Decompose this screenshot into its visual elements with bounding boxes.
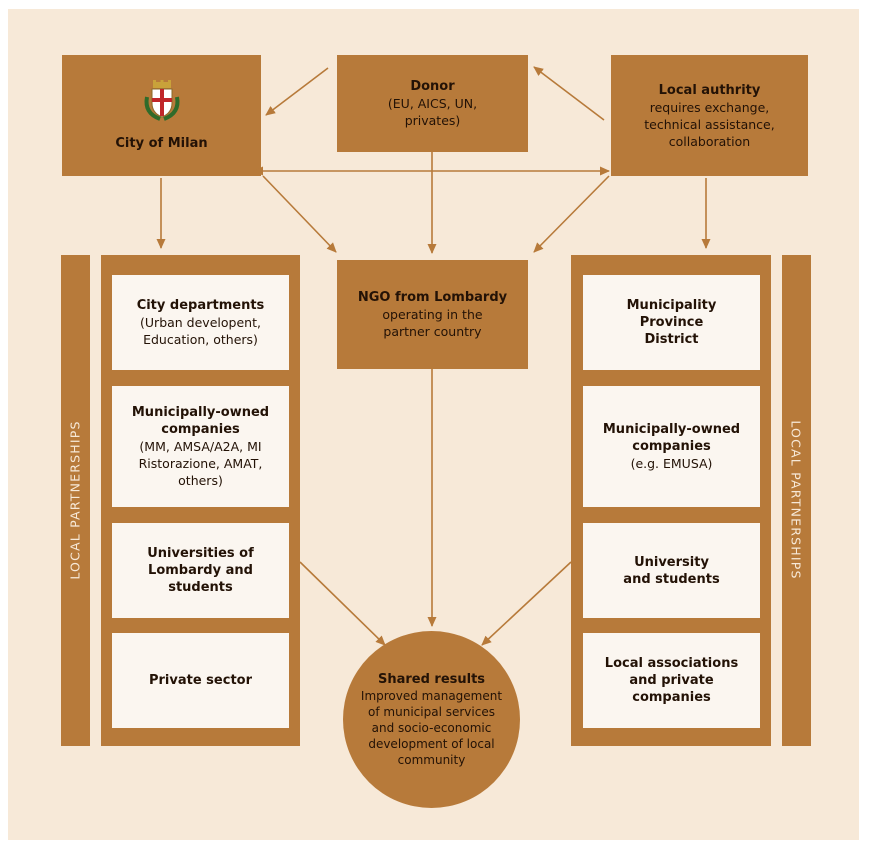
right-partner-title: Local associations and private companies xyxy=(604,656,739,705)
local-authority-title: Local authrity xyxy=(658,82,761,98)
left-partner-card: Private sector xyxy=(112,633,289,728)
right-partner-subtitle: (e.g. EMUSA) xyxy=(630,456,713,471)
arrow-left-to-results xyxy=(299,561,386,646)
right-partner-card: Local associations and private companies xyxy=(583,633,760,728)
left-partner-title: Universities of Lombardy and students xyxy=(147,546,254,595)
arrow-authority-to-ngo xyxy=(533,175,610,253)
ngo-subtitle: operating in the partner country xyxy=(382,307,483,339)
left-partner-card: City departments (Urban developent, Educ… xyxy=(112,275,289,370)
arrow-authority-to-donor xyxy=(533,66,605,121)
right-partner-card: University and students xyxy=(583,523,760,618)
arrow-right-to-results xyxy=(481,561,572,646)
left-partner-subtitle: (MM, AMSA/A2A, MI Ristorazione, AMAT, ot… xyxy=(138,439,263,488)
right-partner-title: Municipality Province District xyxy=(626,298,717,347)
left-partner-title: Private sector xyxy=(148,673,253,688)
right-partner-title: University and students xyxy=(623,554,720,587)
ngo-box: NGO from Lombardy operating in the partn… xyxy=(337,260,528,369)
left-partnerships-bar xyxy=(61,255,90,746)
donor-title: Donor xyxy=(410,79,455,94)
arrow-donor-to-city xyxy=(265,67,329,116)
right-partner-card: Municipality Province District xyxy=(583,275,760,370)
shared-results-title: Shared results xyxy=(377,672,486,687)
left-partner-card: Universities of Lombardy and students xyxy=(112,523,289,618)
left-partner-card: Municipally-owned companies (MM, AMSA/A2… xyxy=(112,386,289,507)
right-partner-title: Municipally-owned companies xyxy=(602,422,741,454)
ngo-title: NGO from Lombardy xyxy=(357,290,508,305)
donor-box: Donor (EU, AICS, UN, privates) xyxy=(337,55,528,152)
arrow-city-to-ngo xyxy=(262,175,337,253)
right-partner-card: Municipally-owned companies (e.g. EMUSA) xyxy=(583,386,760,507)
local-authority-box: Local authrity requires exchange, techni… xyxy=(611,55,808,176)
left-partner-title: Municipally-owned companies xyxy=(131,405,270,437)
city-of-milan-title: City of Milan xyxy=(115,136,208,151)
shared-results-circle: Shared results Improved management of mu… xyxy=(343,631,520,808)
city-of-milan-box: City of Milan xyxy=(62,55,261,176)
left-partner-title: City departments xyxy=(136,298,265,313)
right-partnerships-bar xyxy=(782,255,811,746)
shared-results-subtitle: Improved management of municipal service… xyxy=(360,689,503,767)
left-partner-subtitle: (Urban developent, Education, others) xyxy=(140,315,261,347)
milan-coat-of-arms-icon xyxy=(144,80,179,121)
local-authority-subtitle: requires exchange, technical assistance,… xyxy=(644,99,775,149)
donor-subtitle: (EU, AICS, UN, privates) xyxy=(387,96,478,128)
